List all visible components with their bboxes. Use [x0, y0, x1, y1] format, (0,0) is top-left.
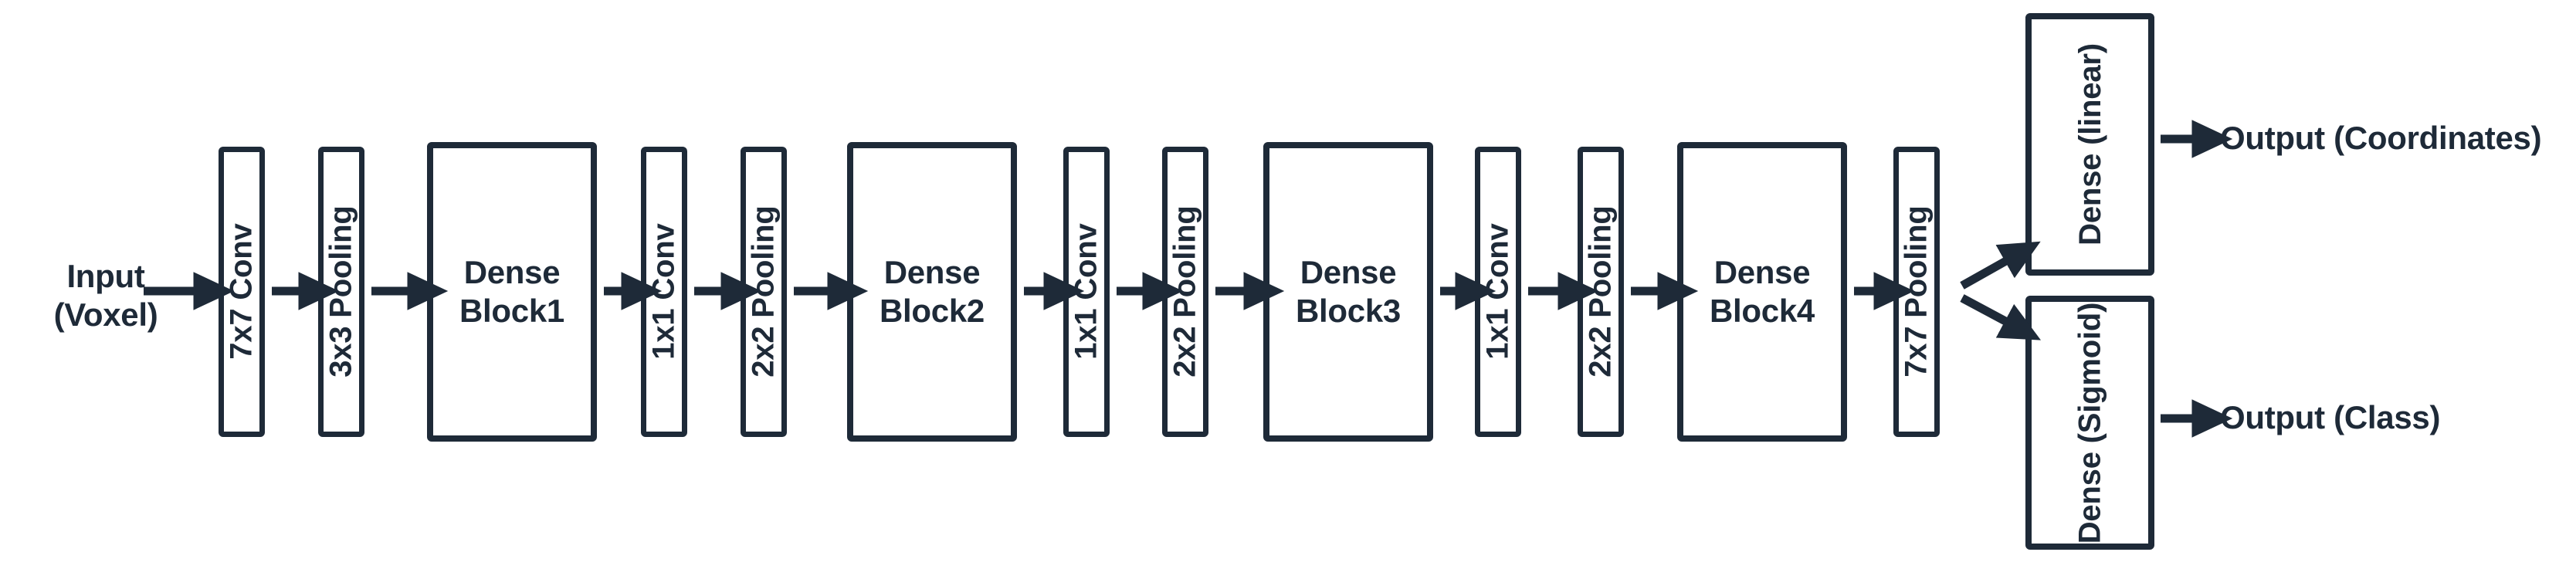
- input-label: Input (Voxel): [53, 258, 158, 334]
- stage-box-2x2-pooling-c: 2x2 Pooling: [1578, 147, 1624, 437]
- output-label-coordinates: Output (Coordinates): [2220, 120, 2542, 156]
- stage-label-1x1-conv-c: 1x1 Conv: [1480, 223, 1515, 361]
- stage-box-dense-block2: Dense Block2: [847, 142, 1017, 442]
- stage-label-3x3-pooling: 3x3 Pooling: [324, 205, 358, 378]
- head-label-dense-sigmoid: Dense (Sigmoid): [2073, 302, 2107, 544]
- stage-box-dense-block3: Dense Block3: [1263, 142, 1433, 442]
- head-box-dense-sigmoid: Dense (Sigmoid): [2025, 296, 2154, 550]
- stage-box-dense-block4: Dense Block4: [1677, 142, 1847, 442]
- stage-box-7x7-pooling: 7x7 Pooling: [1893, 147, 1940, 437]
- stage-box-1x1-conv-a: 1x1 Conv: [641, 147, 687, 437]
- stage-label-2x2-pooling-c: 2x2 Pooling: [1583, 205, 1618, 378]
- stage-box-7x7-conv: 7x7 Conv: [219, 147, 265, 437]
- stage-box-1x1-conv-b: 1x1 Conv: [1063, 147, 1110, 437]
- stage-label-1x1-conv-a: 1x1 Conv: [646, 223, 681, 361]
- stage-box-2x2-pooling-b: 2x2 Pooling: [1162, 147, 1208, 437]
- stage-label-dense-block3: Dense Block3: [1296, 254, 1401, 329]
- stage-box-dense-block1: Dense Block1: [427, 142, 597, 442]
- arrow-pool7-to-dense-linear: [1960, 241, 2041, 290]
- arrow-pool7-to-dense-sigmoid: [1960, 294, 2042, 340]
- stage-label-dense-block1: Dense Block1: [459, 254, 564, 329]
- stage-label-1x1-conv-b: 1x1 Conv: [1069, 223, 1103, 361]
- stage-label-7x7-conv: 7x7 Conv: [224, 223, 259, 361]
- stage-label-7x7-pooling: 7x7 Pooling: [1899, 205, 1934, 378]
- output-label-class: Output (Class): [2220, 399, 2441, 435]
- stage-box-1x1-conv-c: 1x1 Conv: [1475, 147, 1521, 437]
- stage-box-3x3-pooling: 3x3 Pooling: [318, 147, 364, 437]
- stage-label-2x2-pooling-b: 2x2 Pooling: [1168, 205, 1202, 378]
- stage-box-2x2-pooling-a: 2x2 Pooling: [741, 147, 787, 437]
- head-label-dense-linear: Dense (linear): [2073, 43, 2107, 246]
- stage-label-2x2-pooling-a: 2x2 Pooling: [746, 205, 781, 378]
- stage-label-dense-block2: Dense Block2: [880, 254, 985, 329]
- stage-label-dense-block4: Dense Block4: [1710, 254, 1815, 329]
- head-box-dense-linear: Dense (linear): [2025, 13, 2154, 276]
